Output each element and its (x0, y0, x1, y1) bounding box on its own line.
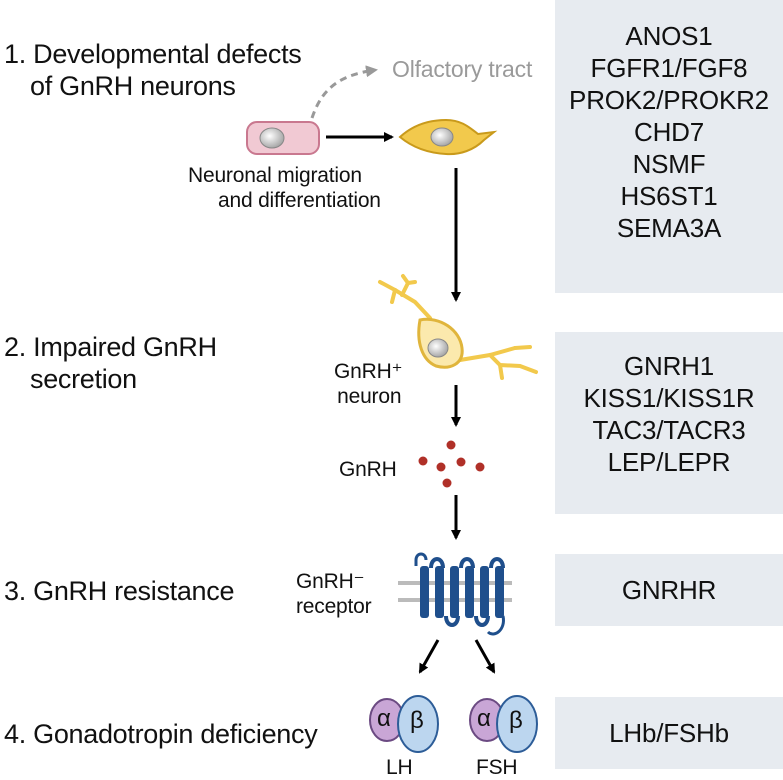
gene-label: GNRH1 (623, 351, 714, 381)
lh-beta-symbol: β (410, 707, 424, 734)
receptor-label: GnRH⁻ receptor (296, 569, 372, 619)
gnrh-neuron-line1: GnRH⁺ (334, 360, 403, 383)
step-1-title: 1. Developmental defects of GnRH neurons (4, 38, 302, 102)
gene-box-1: ANOS1 FGFR1/FGF8 PROK2/PROKR2 CHD7 NSMF … (555, 0, 783, 293)
gnrh-neuron (378, 274, 538, 380)
gnrh-neuron-line2: neuron (337, 385, 402, 408)
step-4-title: 4. Gonadotropin deficiency (4, 718, 318, 750)
migration-line2: and differentiation (218, 189, 381, 212)
gene-label: KISS1/KISS1R (583, 383, 755, 413)
precursor-cell (246, 121, 320, 155)
step-3-title: 3. GnRH resistance (4, 575, 235, 607)
gene-label: TAC3/TACR3 (592, 415, 746, 445)
step-3-line1: 3. GnRH resistance (4, 576, 235, 606)
migration-line1: Neuronal migration (188, 164, 362, 187)
gene-label: PROK2/PROKR2 (569, 85, 769, 115)
migration-label: Neuronal migration and differentiation (188, 163, 381, 213)
gnrh-neuron-label: GnRH⁺ neuron (334, 359, 403, 409)
gene-label: CHD7 (634, 117, 704, 147)
lh-molecule (369, 695, 439, 753)
gene-label: FGFR1/FGF8 (590, 53, 748, 83)
gene-label: LEP/LEPR (607, 447, 731, 477)
gene-label: NSMF (632, 149, 706, 179)
gene-box-3: GNRHR (555, 554, 783, 626)
step-4-line1: 4. Gonadotropin deficiency (4, 719, 318, 749)
step-1-line1: 1. Developmental defects (4, 39, 302, 69)
receptor-line1: GnRH⁻ (296, 570, 365, 593)
gnrh-receptor (398, 552, 512, 636)
fsh-alpha-symbol: α (477, 705, 491, 732)
gnrh-label: GnRH (339, 458, 397, 481)
gene-label: GNRHR (621, 575, 717, 605)
olfactory-tract-label: Olfactory tract (392, 56, 533, 82)
lh-label: LH (386, 756, 413, 779)
dashed-arrow (310, 65, 378, 119)
differentiated-neuron (398, 118, 498, 156)
gene-box-2: GNRH1 KISS1/KISS1R TAC3/TACR3 LEP/LEPR (555, 332, 783, 514)
fsh-label: FSH (476, 756, 518, 779)
gene-box-4: LHb/FSHb (555, 697, 783, 769)
gene-label: ANOS1 (625, 21, 713, 51)
step-2-title: 2. Impaired GnRH secretion (4, 331, 217, 395)
gnrh-granules (418, 440, 485, 488)
arrow-to-fsh (474, 639, 496, 674)
step-2-line1: 2. Impaired GnRH (4, 332, 217, 362)
gene-label: HS6ST1 (620, 181, 718, 211)
lh-alpha-symbol: α (377, 705, 391, 732)
fsh-beta-symbol: β (509, 707, 523, 734)
fsh-molecule (469, 695, 538, 753)
step-2-line2: secretion (30, 364, 137, 394)
receptor-line2: receptor (296, 595, 372, 618)
gene-label: SEMA3A (616, 213, 722, 243)
gene-label: LHb/FSHb (609, 718, 729, 748)
arrow-to-lh (418, 639, 440, 674)
step-1-line2: of GnRH neurons (30, 71, 236, 101)
